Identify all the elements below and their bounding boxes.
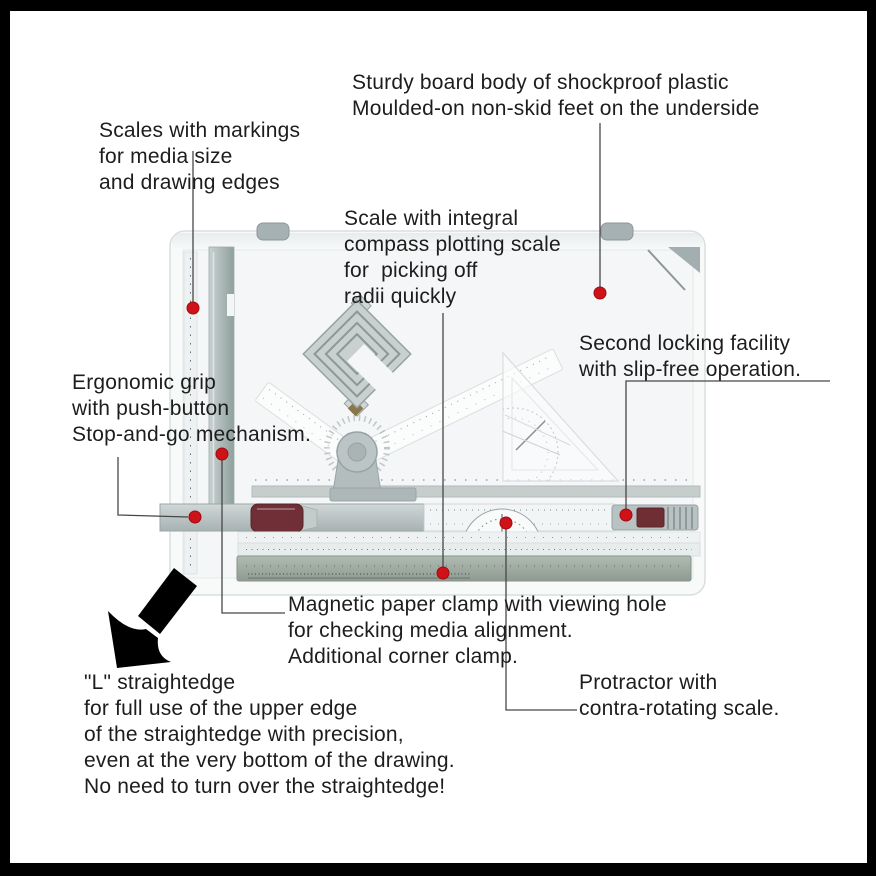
dot-sturdy-board [593, 286, 607, 300]
slider-ridges [667, 507, 693, 529]
leader-magnetic-clamp [221, 456, 285, 614]
carriage-track [251, 485, 701, 498]
left-edge-ruler [183, 251, 198, 575]
bottom-scale-bar [236, 555, 692, 582]
magnetic-clamp-strip [208, 246, 235, 511]
dot-magnetic-clamp [215, 447, 229, 461]
locking-slider [611, 504, 699, 531]
corner-slot-line [647, 249, 686, 291]
set-square [502, 351, 620, 482]
clamp-viewing-hole [227, 294, 234, 316]
callout-scales-markings: Scales with markings for media size and … [99, 119, 301, 194]
board-top-bevel [172, 233, 703, 251]
grip-handle [250, 503, 318, 533]
image-frame-right [867, 0, 876, 876]
image-frame-top [0, 0, 876, 11]
callout-l-straightedge: "L" straightedge for full use of the upp… [84, 671, 455, 798]
scale-strip-upper [237, 531, 701, 544]
callout-dots [186, 286, 633, 580]
callout-compass-scale: Scale with integral compass plotting sca… [344, 207, 561, 308]
locking-button [636, 507, 665, 528]
callout-ergonomic-grip: Ergonomic grip with push-button Stop-and… [72, 371, 312, 446]
dot-protractor [499, 516, 513, 530]
v-ruler-hub [324, 415, 417, 502]
drawing-board [159, 222, 706, 596]
top-clip-left [256, 222, 290, 241]
leader-ergonomic-grip [117, 457, 189, 518]
leader-second-locking [625, 380, 830, 512]
image-frame-left [0, 0, 10, 876]
callout-leader-lines [117, 123, 830, 711]
straightedge-assembly [159, 503, 699, 533]
compass-diamond-scale [302, 293, 412, 417]
dot-compass-scale [436, 566, 450, 580]
dot-ergonomic-grip [188, 510, 202, 524]
black-arrow-icon [108, 568, 197, 668]
callout-protractor: Protractor with contra-rotating scale. [579, 671, 780, 720]
leader-protractor [505, 527, 577, 711]
dot-second-locking [619, 508, 633, 522]
top-clip-right [600, 222, 634, 241]
callout-magnetic-clamp: Magnetic paper clamp with viewing hole f… [288, 593, 667, 668]
callout-sturdy-board: Sturdy board body of shockproof plastic … [352, 71, 760, 120]
image-frame-bottom [0, 863, 876, 876]
corner-clamp [668, 247, 700, 273]
callout-second-locking: Second locking facility with slip-free o… [579, 332, 802, 381]
diamond-notch [347, 344, 394, 391]
dot-scales-markings [186, 301, 200, 315]
